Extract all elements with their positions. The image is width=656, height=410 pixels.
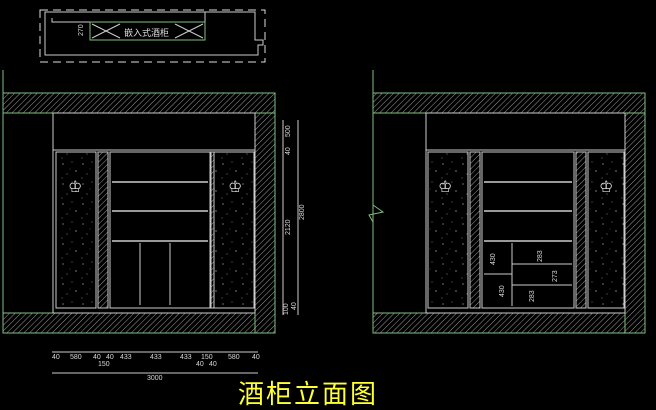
svg-text:430: 430 — [499, 285, 506, 297]
svg-text:40: 40 — [196, 361, 204, 368]
svg-text:40: 40 — [52, 354, 60, 361]
svg-text:580: 580 — [228, 354, 240, 361]
svg-text:40: 40 — [252, 354, 260, 361]
lamp-icon: ♔ — [68, 179, 82, 196]
cad-drawing-canvas: 嵌入式酒柜 270 ♔ ♔ 500 40 2120 40 100 2800 — [2, 9, 646, 382]
right-elevation: ♔ ♔ 430 283 273 430 283 — [368, 70, 646, 334]
lamp-icon: ♔ — [228, 179, 242, 196]
plan-view: 嵌入式酒柜 270 — [39, 9, 266, 63]
svg-text:40: 40 — [106, 354, 114, 361]
svg-text:3000: 3000 — [147, 375, 163, 382]
svg-text:433: 433 — [150, 354, 162, 361]
left-elevation: ♔ ♔ 500 40 2120 40 100 2800 40 580 40 40… — [2, 70, 306, 382]
svg-text:100: 100 — [283, 303, 290, 315]
svg-text:2120: 2120 — [285, 219, 292, 235]
svg-text:40: 40 — [93, 354, 101, 361]
svg-text:40: 40 — [285, 147, 292, 155]
svg-text:150: 150 — [201, 354, 213, 361]
svg-text:270: 270 — [78, 24, 85, 36]
svg-text:2800: 2800 — [299, 204, 306, 220]
svg-text:40: 40 — [291, 302, 298, 310]
drawing-title: 酒柜立面图 — [238, 380, 379, 410]
svg-text:150: 150 — [98, 361, 110, 368]
svg-text:283: 283 — [537, 250, 544, 262]
svg-text:283: 283 — [529, 290, 536, 302]
svg-text:430: 430 — [490, 253, 497, 265]
lamp-icon: ♔ — [599, 179, 613, 196]
svg-text:273: 273 — [552, 270, 559, 282]
plan-label: 嵌入式酒柜 — [124, 27, 169, 38]
svg-text:433: 433 — [180, 354, 192, 361]
svg-text:580: 580 — [70, 354, 82, 361]
svg-text:500: 500 — [285, 125, 292, 137]
lamp-icon: ♔ — [438, 179, 452, 196]
svg-text:40: 40 — [209, 361, 217, 368]
svg-text:433: 433 — [120, 354, 132, 361]
